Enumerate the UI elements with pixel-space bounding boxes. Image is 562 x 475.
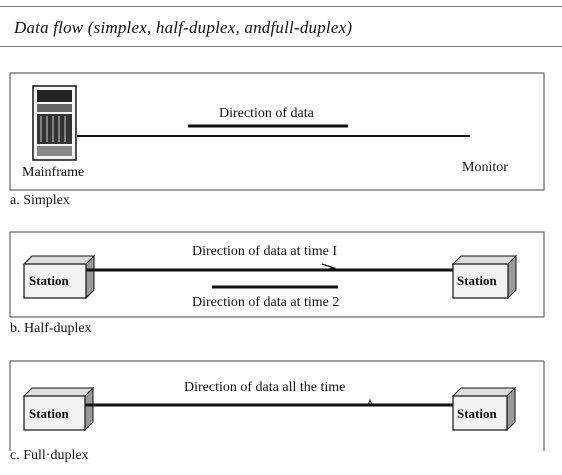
full-duplex-left-station-label: Station [29, 406, 69, 421]
full-duplex-tick-icon [367, 398, 373, 406]
header-top-rule [0, 6, 562, 7]
half-duplex-left-station-label: Station [29, 273, 69, 288]
full-duplex-caption: c. Full·duplex [10, 448, 89, 463]
half-duplex-right-station-label: Station [457, 273, 497, 288]
full-duplex-left-station-box [22, 386, 95, 432]
half-duplex-right-station-box [451, 254, 518, 300]
monitor-label: Monitor [462, 160, 508, 175]
simplex-panel [9, 72, 545, 191]
simplex-direction-label: Direction of data [219, 106, 314, 121]
half-duplex-arrow-icon [321, 263, 337, 271]
mainframe-label: Mainframe [22, 165, 85, 180]
page-title: Data flow (simplex, half-duplex, andfull… [14, 18, 353, 37]
half-duplex-direction-label-2: Direction of data at time 2 [192, 295, 340, 310]
full-duplex-right-station-box [451, 386, 517, 432]
header-bottom-rule [0, 46, 562, 47]
half-duplex-left-station-box [22, 254, 96, 300]
simplex-caption: a. Simplex [10, 193, 70, 208]
mainframe-icon [32, 85, 77, 161]
half-duplex-direction-label-1: Direction of data at time I [192, 244, 337, 259]
full-duplex-direction-label: Direction of data all the time [184, 380, 346, 395]
half-duplex-caption: b. Half-duplex [10, 321, 92, 336]
half-duplex-panel [9, 231, 545, 318]
full-duplex-right-station-label: Station [457, 406, 497, 421]
